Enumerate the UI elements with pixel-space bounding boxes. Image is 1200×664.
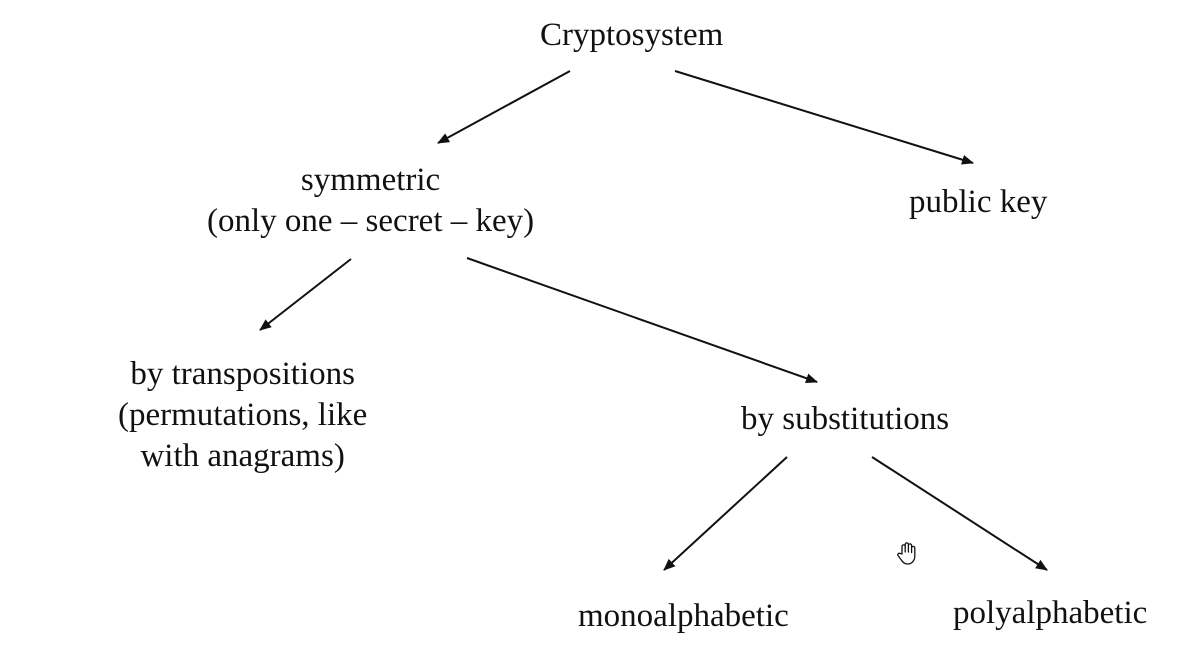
arrow-cryptosystem-to-public_key (674, 70, 974, 165)
node-label: public key (909, 184, 1048, 220)
node-polyalphabetic: polyalphabetic (953, 593, 1147, 634)
arrow-symmetric-to-transpositions (259, 258, 352, 331)
arrow-substitutions-to-polyalphabetic (871, 456, 1048, 571)
arrow-symmetric-to-substitutions (466, 257, 818, 384)
hand-cursor-icon (897, 542, 916, 565)
node-label: polyalphabetic (953, 595, 1148, 631)
node-public-key: public key (909, 182, 1047, 223)
node-label: by substitutions (741, 401, 950, 437)
node-label: monoalphabetic (578, 598, 789, 634)
node-transpositions: by transpositions (permutations, like wi… (118, 354, 367, 477)
node-symmetric: symmetric (only one – secret – key) (207, 160, 534, 242)
node-label: by transpositions (130, 356, 355, 392)
node-substitutions: by substitutions (741, 399, 949, 440)
node-label: symmetric (300, 162, 441, 198)
node-label: Cryptosystem (540, 17, 724, 53)
arrow-substitutions-to-monoalphabetic (663, 456, 788, 571)
node-label: with anagrams) (140, 438, 345, 474)
node-label: (permutations, like (118, 397, 368, 433)
node-cryptosystem: Cryptosystem (540, 15, 723, 56)
arrow-cryptosystem-to-symmetric (437, 70, 571, 144)
node-label: (only one – secret – key) (207, 203, 535, 239)
node-monoalphabetic: monoalphabetic (578, 596, 789, 637)
